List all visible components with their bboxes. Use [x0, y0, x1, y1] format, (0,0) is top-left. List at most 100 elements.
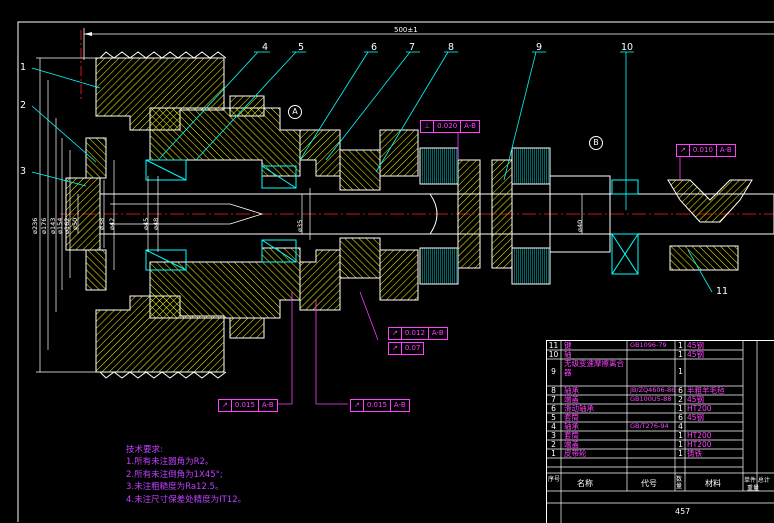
bom-name: 端盖 — [564, 440, 579, 449]
bom-qty: 6 — [678, 386, 683, 395]
end-cap-left — [65, 137, 107, 291]
dim-d176: ø176 — [40, 217, 48, 234]
overall-dimension-line — [83, 28, 774, 60]
part-number-7: 7 — [409, 42, 416, 53]
diameter-dims-mid — [103, 160, 583, 270]
bom-row: 10 轴 1 45钢 — [547, 350, 774, 359]
tol-symbol: ↗ — [219, 400, 232, 411]
tol-ref: A-B — [464, 122, 476, 130]
bom-material: 45钢 — [687, 341, 705, 350]
note-item: 1.所有未注圆角为R2。 — [126, 457, 214, 468]
bearing-mid — [261, 165, 297, 263]
part-leaders — [31, 51, 713, 293]
bom-material: 45钢 — [687, 350, 705, 359]
bom-no: 3 — [551, 431, 556, 440]
tol-value: 0.015 — [232, 400, 259, 411]
datum-a: A — [288, 105, 302, 119]
bom-no: 10 — [548, 350, 559, 359]
bom-header-name: 名称 — [577, 479, 593, 488]
bom-name: 轴承 — [564, 386, 579, 395]
bom-qty: 1 — [678, 367, 683, 376]
bom-material: 铸铁 — [687, 449, 702, 458]
tol-symbol: ⊥ — [421, 121, 435, 132]
bom-no: 11 — [548, 341, 559, 350]
bom-code: JB/ZQ4606-86 — [630, 386, 676, 394]
note-item: 2.所有未注倒角为1X45°; — [126, 469, 223, 480]
bom-no: 6 — [551, 404, 556, 413]
bom-header-weight-label: 重量 — [747, 485, 760, 492]
tolerance-frame-4: ↗0.07 — [388, 342, 425, 355]
dim-d236: ø236 — [31, 217, 39, 234]
tol-value: 0.07 — [404, 344, 421, 352]
bom-qty: 1 — [678, 440, 683, 449]
dim-d48: ø48 — [152, 217, 160, 230]
part-number-11: 11 — [716, 286, 729, 297]
bom-name: 键 — [564, 341, 572, 350]
tol-ref: A-B — [719, 146, 732, 154]
drawing-border — [17, 21, 774, 522]
bom-no: 9 — [551, 367, 556, 376]
bom-name: 滑动轴承 — [564, 404, 594, 413]
bom-name: 皮带轮 — [564, 449, 587, 458]
bearing-left — [145, 159, 187, 271]
bom-material: HT200 — [687, 431, 712, 440]
bom-name: 无级变速摩擦离合器 — [564, 359, 624, 377]
dim-d38: ø38 — [98, 217, 106, 230]
bom-material: 45钢 — [687, 413, 705, 422]
bom-no: 1 — [551, 449, 556, 458]
tol-ref: A-B — [431, 329, 444, 337]
bom-material: HT200 — [687, 404, 712, 413]
bom-name: 套筒 — [564, 431, 579, 440]
diameter-dims-left — [36, 57, 96, 373]
shaft — [99, 193, 774, 235]
bom-name: 轴 — [564, 350, 572, 359]
bom-grid — [547, 341, 774, 523]
bom-qty: 1 — [678, 350, 683, 359]
bom-qty: 4 — [678, 422, 683, 431]
bom-header-qty: 数量 — [676, 476, 683, 490]
part-number-4: 4 — [262, 42, 269, 53]
bom-row: 6 滑动轴承 1 HT200 — [547, 404, 774, 413]
bom-header-seq: 序号 — [548, 476, 561, 483]
note-item: 4.未注尺寸保差处精度为IT12。 — [126, 494, 247, 505]
datum-b: B — [589, 136, 603, 150]
bom-qty: 2 — [678, 395, 683, 404]
part-number-10: 10 — [621, 42, 634, 53]
bom-qty: 1 — [678, 431, 683, 440]
dim-d40: ø40 — [576, 219, 584, 232]
dim-d45: ø45 — [142, 217, 150, 230]
bom-code: GB100U5-88 — [630, 395, 672, 403]
bom-no: 2 — [551, 440, 556, 449]
dim-d35: ø35 — [296, 219, 304, 232]
note-item: 3.未注粗糙度为Ra12.5。 — [126, 482, 224, 493]
bom-header-material: 材料 — [705, 479, 721, 488]
tol-symbol: ↗ — [389, 343, 402, 354]
sheet-number: 457 — [675, 507, 691, 516]
bom-no: 8 — [551, 386, 556, 395]
part-number-3: 3 — [20, 166, 27, 177]
pulley — [95, 51, 227, 379]
bom-qty: 1 — [678, 404, 683, 413]
bom-code: GB1096-79 — [630, 341, 667, 349]
tol-value: 0.015 — [364, 400, 391, 411]
part-number-8: 8 — [448, 42, 455, 53]
bom-no: 5 — [551, 413, 556, 422]
bom-code: GB/T276-94 — [630, 422, 669, 430]
bom-row: 9 无级变速摩擦离合器 1 — [547, 359, 774, 377]
bom-header-code: 代号 — [641, 479, 657, 488]
tol-symbol: ↗ — [351, 400, 364, 411]
bearing-right — [611, 179, 639, 275]
bom-material: 半粗羊毛毡 — [687, 386, 725, 395]
dim-d50: ø50 — [71, 217, 79, 230]
bom-row: 3 套筒 1 HT200 — [547, 431, 774, 440]
